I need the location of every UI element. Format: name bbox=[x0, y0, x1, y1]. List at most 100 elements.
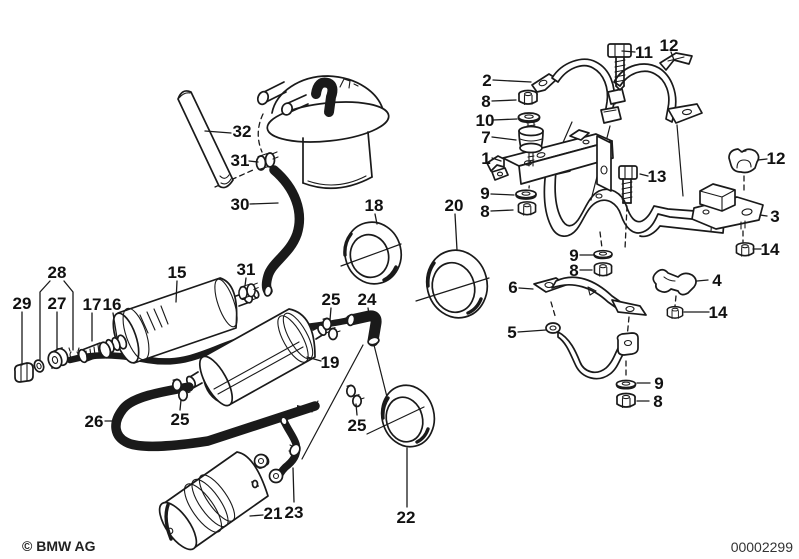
nut-14b bbox=[666, 305, 684, 320]
rubber-ring-20 bbox=[415, 249, 490, 319]
svg-text:27: 27 bbox=[48, 294, 67, 313]
svg-text:8: 8 bbox=[653, 392, 662, 411]
bolt-13 bbox=[618, 165, 638, 204]
clamp-bracket-6 bbox=[533, 276, 647, 316]
fuel-hose-30 bbox=[261, 165, 305, 297]
svg-text:14: 14 bbox=[761, 240, 780, 259]
svg-text:24: 24 bbox=[358, 290, 377, 309]
spring-clip-4 bbox=[652, 268, 697, 296]
callout-1-25: 1 bbox=[481, 149, 502, 168]
rubber-ring-22 bbox=[366, 384, 436, 448]
nut-8d bbox=[616, 392, 636, 409]
retaining-clip-12a bbox=[659, 52, 693, 71]
svg-text:10: 10 bbox=[476, 111, 495, 130]
rubber-bobbin-7 bbox=[518, 120, 544, 167]
pump-inlet-fittings-16-17 bbox=[77, 334, 128, 364]
fuel-pump-21 bbox=[158, 451, 270, 551]
callout-24-13: 24 bbox=[358, 290, 377, 315]
callout-3-32: 3 bbox=[759, 207, 780, 226]
svg-text:16: 16 bbox=[103, 295, 122, 314]
copyright-watermark: © BMW AG bbox=[22, 538, 96, 554]
callout-12-31: 12 bbox=[757, 149, 786, 168]
image-number: 00002299 bbox=[731, 539, 794, 555]
svg-text:31: 31 bbox=[237, 260, 256, 279]
callout-18-3: 18 bbox=[365, 196, 384, 225]
svg-text:8: 8 bbox=[569, 261, 578, 280]
callout-5-39: 5 bbox=[507, 323, 547, 342]
callout-17-8: 17 bbox=[83, 295, 101, 342]
callout-22-20: 22 bbox=[397, 447, 415, 527]
lock-washer-9b bbox=[593, 249, 613, 260]
svg-text:25: 25 bbox=[348, 416, 367, 435]
support-bracket-3 bbox=[691, 183, 764, 230]
callout-27-7: 27 bbox=[48, 294, 67, 351]
svg-text:8: 8 bbox=[481, 92, 490, 111]
callout-12-29: 12 bbox=[660, 36, 679, 61]
svg-text:7: 7 bbox=[481, 128, 490, 147]
callout-11-28: 11 bbox=[621, 43, 653, 62]
svg-text:6: 6 bbox=[508, 278, 517, 297]
fuel-hose-26 bbox=[111, 382, 320, 452]
washer-10 bbox=[517, 112, 541, 124]
svg-text:21: 21 bbox=[264, 504, 283, 523]
nut-14a bbox=[735, 242, 755, 257]
callout-25-12: 25 bbox=[322, 290, 341, 321]
svg-text:28: 28 bbox=[48, 263, 67, 282]
callout-23-19: 23 bbox=[285, 467, 304, 522]
mounting-bracket-1 bbox=[486, 129, 614, 192]
callout-8-41: 8 bbox=[636, 392, 663, 411]
callout-16-9: 16 bbox=[103, 295, 122, 339]
svg-text:23: 23 bbox=[285, 503, 304, 522]
callout-29-6: 29 bbox=[13, 294, 32, 366]
svg-text:25: 25 bbox=[322, 290, 341, 309]
lock-washer-9a bbox=[515, 189, 537, 200]
svg-text:18: 18 bbox=[365, 196, 384, 215]
callout-21-18: 21 bbox=[249, 504, 283, 523]
washer-set-28 bbox=[33, 347, 80, 373]
callout-2-21: 2 bbox=[482, 71, 532, 90]
callout-14-33: 14 bbox=[752, 240, 780, 259]
fuel-sender-unit bbox=[256, 75, 390, 190]
fuel-hose-23 bbox=[275, 416, 301, 480]
callout-4-34: 4 bbox=[696, 271, 722, 290]
svg-text:29: 29 bbox=[13, 294, 32, 313]
fuel-hose-tube-32 bbox=[177, 90, 234, 189]
callout-6-38: 6 bbox=[508, 278, 534, 297]
callout-32-0: 32 bbox=[204, 122, 251, 141]
svg-text:14: 14 bbox=[709, 303, 728, 322]
callout-31-1: 31 bbox=[231, 151, 259, 170]
callout-20-4: 20 bbox=[445, 196, 463, 251]
svg-text:19: 19 bbox=[321, 353, 340, 372]
cage-clip-12b bbox=[728, 148, 760, 174]
callout-8-22: 8 bbox=[481, 92, 517, 111]
callout-14-35: 14 bbox=[683, 303, 728, 322]
svg-text:25: 25 bbox=[171, 410, 190, 429]
callout-26-16: 26 bbox=[85, 412, 118, 431]
svg-text:15: 15 bbox=[168, 263, 187, 282]
pump-strap-right bbox=[607, 63, 703, 124]
svg-text:30: 30 bbox=[231, 195, 250, 214]
callout-9-26: 9 bbox=[480, 184, 515, 203]
svg-text:8: 8 bbox=[480, 202, 489, 221]
callout-19-14: 19 bbox=[306, 353, 340, 372]
svg-text:9: 9 bbox=[654, 374, 663, 393]
callout-30-2: 30 bbox=[231, 195, 279, 214]
callout-8-37: 8 bbox=[569, 261, 593, 280]
callout-28-5: 28 bbox=[39, 263, 74, 361]
svg-text:1: 1 bbox=[481, 149, 490, 168]
nut-8a bbox=[518, 89, 538, 106]
callout-25-15: 25 bbox=[348, 403, 367, 435]
callout-31-11: 31 bbox=[237, 260, 256, 287]
cap-nut-29 bbox=[13, 362, 34, 383]
clamp-bracket-5 bbox=[545, 322, 639, 380]
svg-text:4: 4 bbox=[712, 271, 722, 290]
svg-text:5: 5 bbox=[507, 323, 516, 342]
svg-text:12: 12 bbox=[767, 149, 786, 168]
svg-text:9: 9 bbox=[569, 246, 578, 265]
callout-25-17: 25 bbox=[171, 399, 190, 429]
svg-text:12: 12 bbox=[660, 36, 679, 55]
rubber-ring-18 bbox=[340, 221, 403, 285]
